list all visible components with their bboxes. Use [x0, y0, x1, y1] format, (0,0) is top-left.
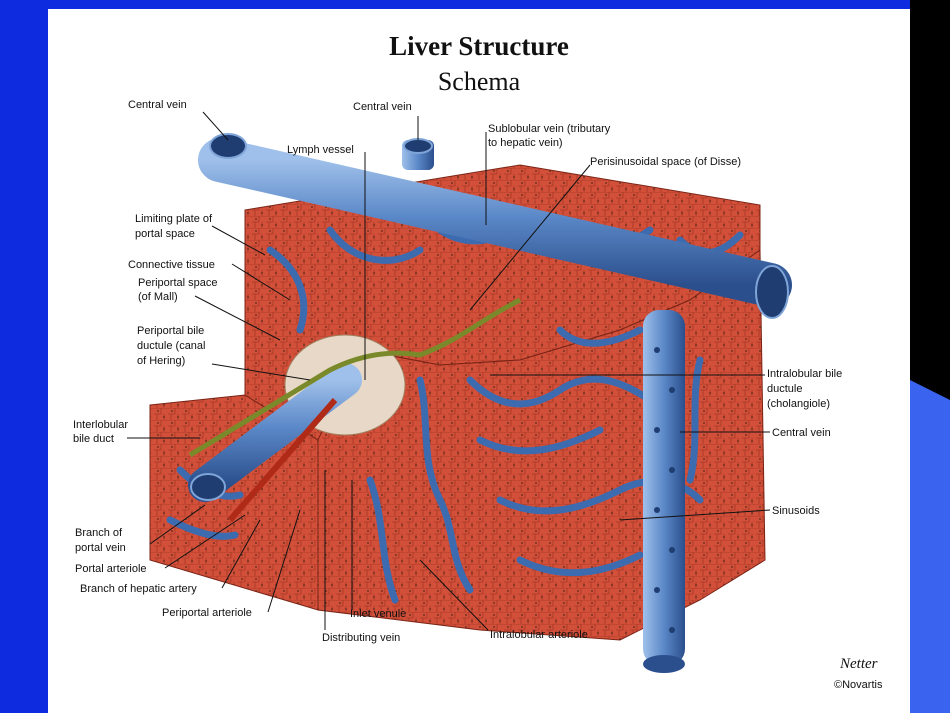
label-limiting-plate-1: Limiting plate of: [135, 213, 213, 225]
frame-right-accent: [910, 380, 950, 713]
portal-vein-opening: [190, 473, 226, 501]
label-branch-portal-vein-1: Branch of: [75, 527, 123, 539]
label-branch-hepatic-artery: Branch of hepatic artery: [80, 583, 197, 595]
portal-triad: [188, 297, 522, 522]
diagram-title: Liver Structure: [389, 31, 569, 61]
leader-lines: [127, 111, 771, 631]
netter-signature: Netter ©Novartis: [834, 656, 883, 691]
label-central-vein-right: Central vein: [772, 427, 831, 439]
label-central-vein-top: Central vein: [353, 101, 412, 113]
label-interlobular-bile-duct-2: bile duct: [73, 433, 114, 445]
label-sinusoids: Sinusoids: [772, 505, 820, 517]
label-periportal-bile-3: of Hering): [137, 355, 185, 367]
label-distributing-vein: Distributing vein: [322, 632, 400, 644]
frame-left-bar: [0, 0, 48, 713]
central-vein-vertical: [643, 310, 685, 673]
label-intralobular-bile-ductule-2: ductule: [767, 383, 802, 395]
label-branch-portal-vein-2: portal vein: [75, 542, 126, 554]
label-periportal-bile-1: Periportal bile: [137, 325, 204, 337]
label-interlobular-bile-duct-1: Interlobular: [73, 419, 128, 431]
label-intralobular-arteriole: Intralobular arteriole: [490, 629, 588, 641]
label-lymph-vessel: Lymph vessel: [287, 144, 354, 156]
signature-copyright: ©Novartis: [834, 679, 883, 691]
label-inlet-venule: Inlet venule: [350, 608, 406, 620]
label-central-vein-left: Central vein: [128, 99, 187, 111]
label-limiting-plate-2: portal space: [135, 228, 195, 240]
label-portal-arteriole: Portal arteriole: [75, 563, 147, 575]
frame-top-bar: [0, 0, 950, 9]
sinusoids: [166, 216, 744, 604]
diagram-subtitle: Schema: [437, 67, 521, 96]
label-sublobular-vein-1: Sublobular vein (tributary: [488, 123, 611, 135]
signature-name: Netter: [839, 656, 878, 672]
label-intralobular-bile-ductule-1: Intralobular bile: [767, 368, 842, 380]
bile-duct: [188, 297, 522, 458]
label-perisinusoidal-space: Perisinusoidal space (of Disse): [590, 156, 741, 168]
label-connective-tissue: Connective tissue: [128, 259, 215, 271]
label-periportal-bile-2: ductule (canal: [137, 340, 206, 352]
label-sublobular-vein-2: to hepatic vein): [488, 137, 563, 149]
label-intralobular-bile-ductule-3: (cholangiole): [767, 398, 830, 410]
label-periportal-arteriole: Periportal arteriole: [162, 607, 252, 619]
label-periportal-space-1: Periportal space: [138, 277, 218, 289]
hepatic-artery-branch: [227, 398, 338, 522]
label-periportal-space-2: (of Mall): [138, 291, 178, 303]
